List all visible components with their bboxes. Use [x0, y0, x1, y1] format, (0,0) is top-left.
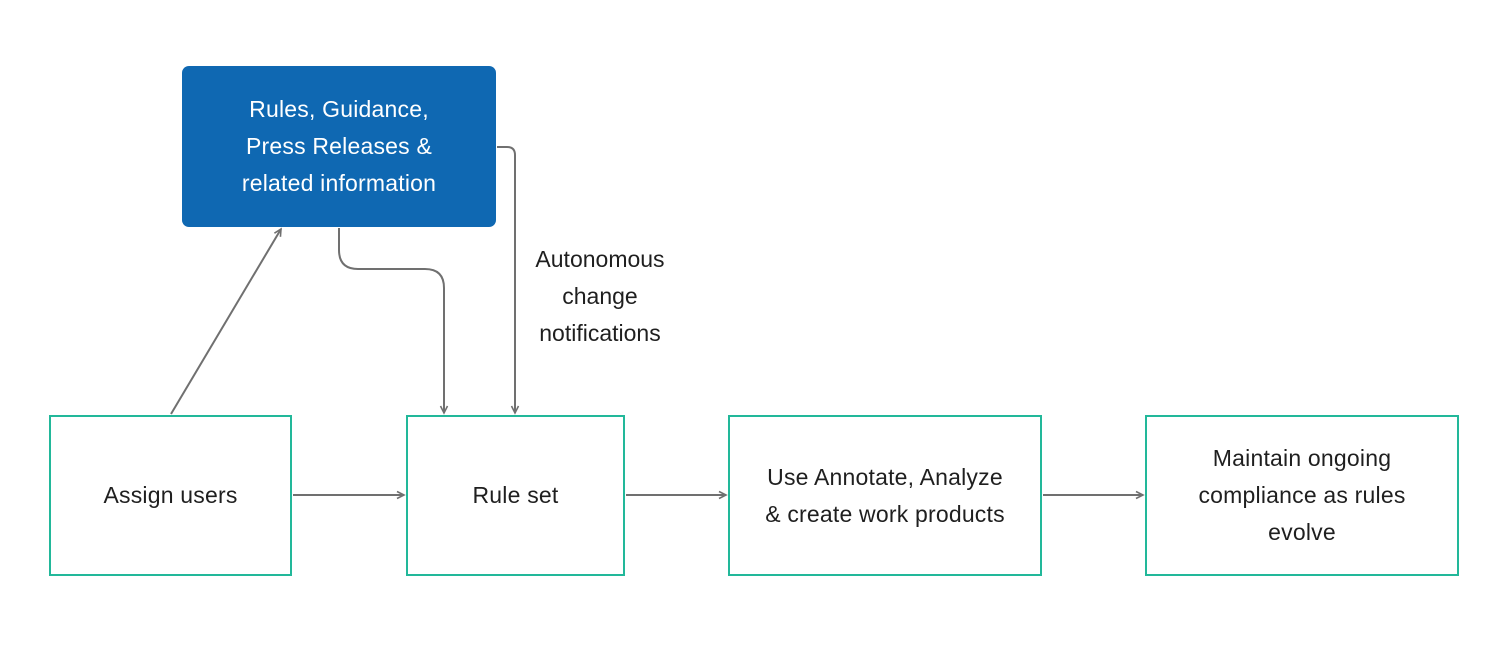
node-rules-guidance: Rules, Guidance, Press Releases & relate… — [182, 66, 496, 227]
edge-label-autonomous-notifications: Autonomous change notifications — [535, 246, 665, 346]
connector-source-to-ruleset-notifications — [497, 146, 520, 415]
node-annotate-analyze: Use Annotate, Analyze & create work prod… — [728, 415, 1042, 576]
node-rules-guidance-label: Rules, Guidance, Press Releases & relate… — [241, 96, 437, 196]
connector-source-to-ruleset — [338, 228, 449, 415]
node-annotate-analyze-label: Use Annotate, Analyze & create work prod… — [765, 463, 1005, 527]
node-assign-users-label: Assign users — [103, 482, 238, 508]
node-rule-set: Rule set — [406, 415, 625, 576]
node-maintain-compliance: Maintain ongoing compliance as rules evo… — [1145, 415, 1459, 576]
node-maintain-compliance-label: Maintain ongoing compliance as rules evo… — [1198, 445, 1406, 545]
node-rule-set-label: Rule set — [472, 482, 559, 508]
connector-assign-to-source — [170, 227, 282, 415]
node-assign-users: Assign users — [49, 415, 292, 576]
